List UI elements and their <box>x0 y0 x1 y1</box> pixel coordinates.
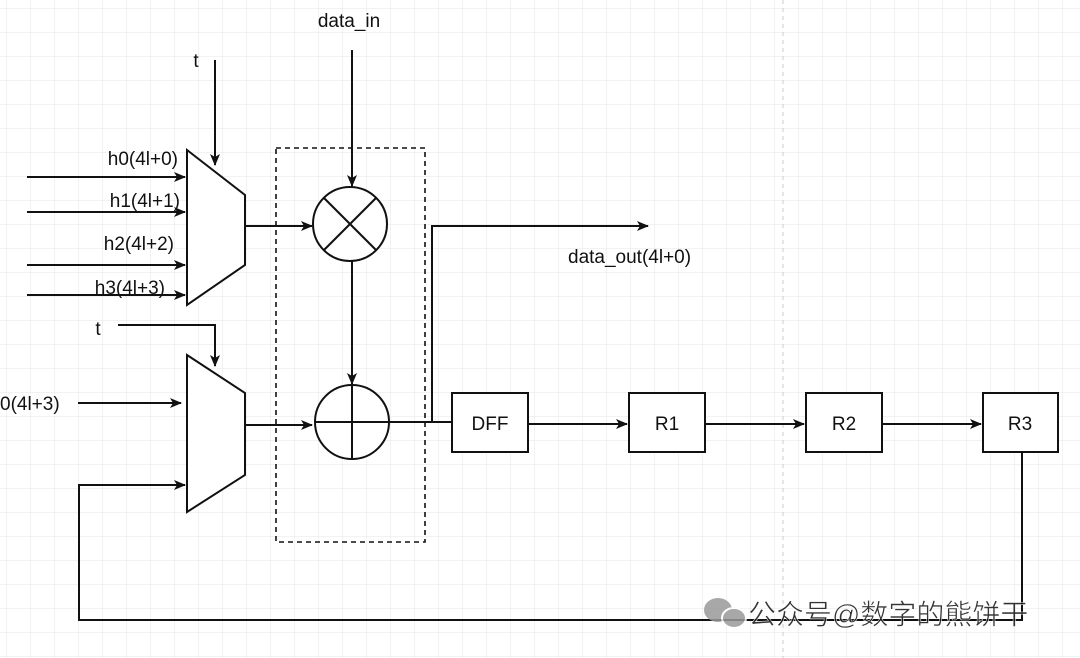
data-in-label: data_in <box>318 11 380 32</box>
h3-label: h3(4l+3) <box>95 278 165 299</box>
mux-bottom <box>186 353 246 514</box>
r3-label: R3 <box>1008 414 1032 435</box>
r2-label: R2 <box>832 414 856 435</box>
wechat-icon <box>704 598 747 629</box>
mac-unit-group <box>275 147 426 543</box>
h2-label: h2(4l+2) <box>104 234 174 255</box>
r1-block <box>628 392 706 453</box>
r3-block <box>982 392 1059 453</box>
t-top-label: t <box>193 51 199 72</box>
feedback-arrow <box>78 452 1023 621</box>
partial-in-label: 0(4l+3) <box>0 394 60 415</box>
dff-label: DFF <box>472 414 509 435</box>
t-bottom-arrow <box>118 324 220 367</box>
h1-label: h1(4l+1) <box>110 191 180 212</box>
mux-top <box>186 147 246 307</box>
data-out-label: data_out(4l+0) <box>568 247 691 268</box>
data-out-arrow <box>431 221 649 422</box>
dff-block <box>451 392 529 453</box>
h0-label: h0(4l+0) <box>108 149 178 170</box>
r2-block <box>805 392 883 453</box>
t-bottom-label: t <box>95 319 101 340</box>
r1-label: R1 <box>655 414 679 435</box>
watermark-text: 公众号@数字的熊饼干 <box>748 599 1028 630</box>
